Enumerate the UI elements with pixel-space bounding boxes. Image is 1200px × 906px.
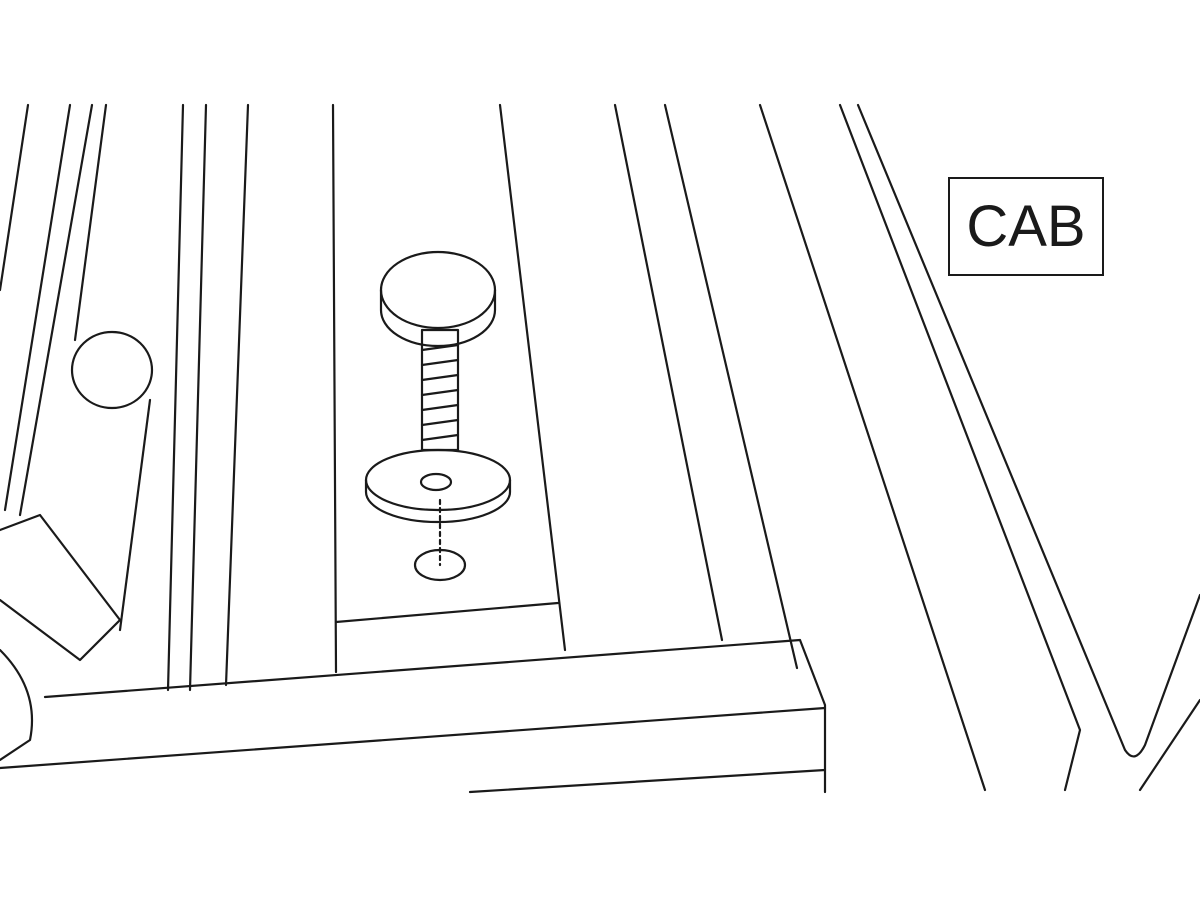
cab-label: CAB: [948, 177, 1104, 276]
bed-rail-lines: [0, 103, 1200, 794]
mounting-hole: [413, 498, 467, 582]
bolt: [379, 250, 497, 452]
left-fitting: [0, 330, 154, 762]
washer: [364, 448, 512, 524]
